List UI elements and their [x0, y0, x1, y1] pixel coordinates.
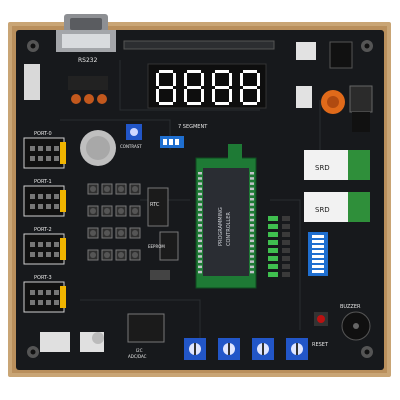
keypad-button	[101, 183, 113, 195]
dip-switch-lever	[312, 240, 324, 243]
potentiometer	[184, 338, 206, 360]
seven-segment-display	[147, 63, 267, 109]
keypad-button	[129, 249, 141, 261]
dip-switch-lever	[312, 245, 324, 248]
contrast-label: CONTRAST	[120, 144, 142, 149]
port-label-2: PORT-2	[34, 227, 52, 233]
led	[268, 224, 290, 229]
keypad-button	[115, 205, 127, 217]
keypad-button	[115, 227, 127, 239]
buzzer-component	[80, 130, 116, 166]
pcb-traces	[60, 60, 321, 340]
seven-seg-label: 7 SEGMENT	[178, 124, 208, 130]
adc-dac-chip	[127, 313, 165, 343]
potentiometer	[218, 338, 240, 360]
mcu-text-2: CONTROLLER	[226, 212, 232, 246]
keypad-button	[129, 183, 141, 195]
adc-dac-label: ADC/DAC	[128, 354, 147, 359]
port-label-0: PORT-0	[34, 131, 52, 137]
dip-switch-lever	[312, 255, 324, 258]
bottom-left-connectors	[40, 332, 104, 352]
i2c-label: I2C	[136, 348, 143, 353]
led	[268, 264, 290, 269]
rs232-capacitors	[68, 76, 108, 104]
mcu-zif-socket	[195, 144, 257, 289]
keypad-button	[87, 249, 99, 261]
keypad-button	[129, 205, 141, 217]
relay-text-2: SRD	[315, 206, 330, 214]
potentiometer	[252, 338, 274, 360]
dip-switch-lever	[312, 265, 324, 268]
port-header-2: PORT-2	[23, 227, 66, 265]
led	[268, 232, 290, 237]
buzzer-label: BUZZER	[340, 304, 361, 310]
keypad-button	[101, 205, 113, 217]
bottom-buzzer	[341, 311, 371, 341]
seven-seg-digit	[156, 70, 176, 105]
mounting-holes	[27, 40, 373, 358]
keypad-button	[115, 249, 127, 261]
relay-text-1: SRD	[315, 164, 330, 172]
dip-switch-lever	[312, 235, 324, 238]
eeprom-label: EEPROM	[148, 244, 165, 249]
keypad-button	[87, 227, 99, 239]
contrast-pot	[126, 124, 142, 140]
seven-seg-digit	[184, 70, 204, 105]
keypad-button	[87, 205, 99, 217]
keypad-button	[129, 227, 141, 239]
dip-switch-lever	[312, 270, 324, 273]
relays	[304, 150, 370, 222]
led	[268, 240, 290, 245]
port-label-3: PORT-3	[34, 275, 52, 281]
keypad-button	[87, 183, 99, 195]
rtc-label: RTC	[150, 202, 160, 208]
mcu-text-1: PROGRAMMING	[218, 207, 224, 246]
potentiometer	[286, 338, 308, 360]
rs232-label: RS232	[78, 57, 98, 64]
left-connector-block	[24, 64, 40, 100]
top-header-strip	[123, 40, 275, 50]
port-label-1: PORT-1	[34, 179, 52, 185]
led	[268, 272, 290, 277]
led	[268, 216, 290, 221]
dip-switch-lever	[312, 250, 324, 253]
rs232-connector	[56, 14, 116, 52]
power-section	[296, 41, 373, 132]
led	[268, 248, 290, 253]
reset-label: RESET	[312, 342, 329, 348]
seven-seg-digit	[240, 70, 260, 105]
port-header-0: PORT-0	[23, 131, 66, 169]
port-header-3: PORT-3	[23, 275, 66, 313]
dip-switch-body	[308, 232, 328, 276]
keypad-button	[101, 249, 113, 261]
keypad-button	[101, 227, 113, 239]
reset-button	[314, 312, 328, 326]
led	[268, 256, 290, 261]
port-header-1: PORT-1	[23, 179, 66, 217]
seven-seg-digit	[212, 70, 232, 105]
small-dip-switch	[160, 136, 184, 148]
dip-switch-lever	[312, 260, 324, 263]
keypad-button	[115, 183, 127, 195]
rtc-eeprom-area	[147, 187, 179, 280]
